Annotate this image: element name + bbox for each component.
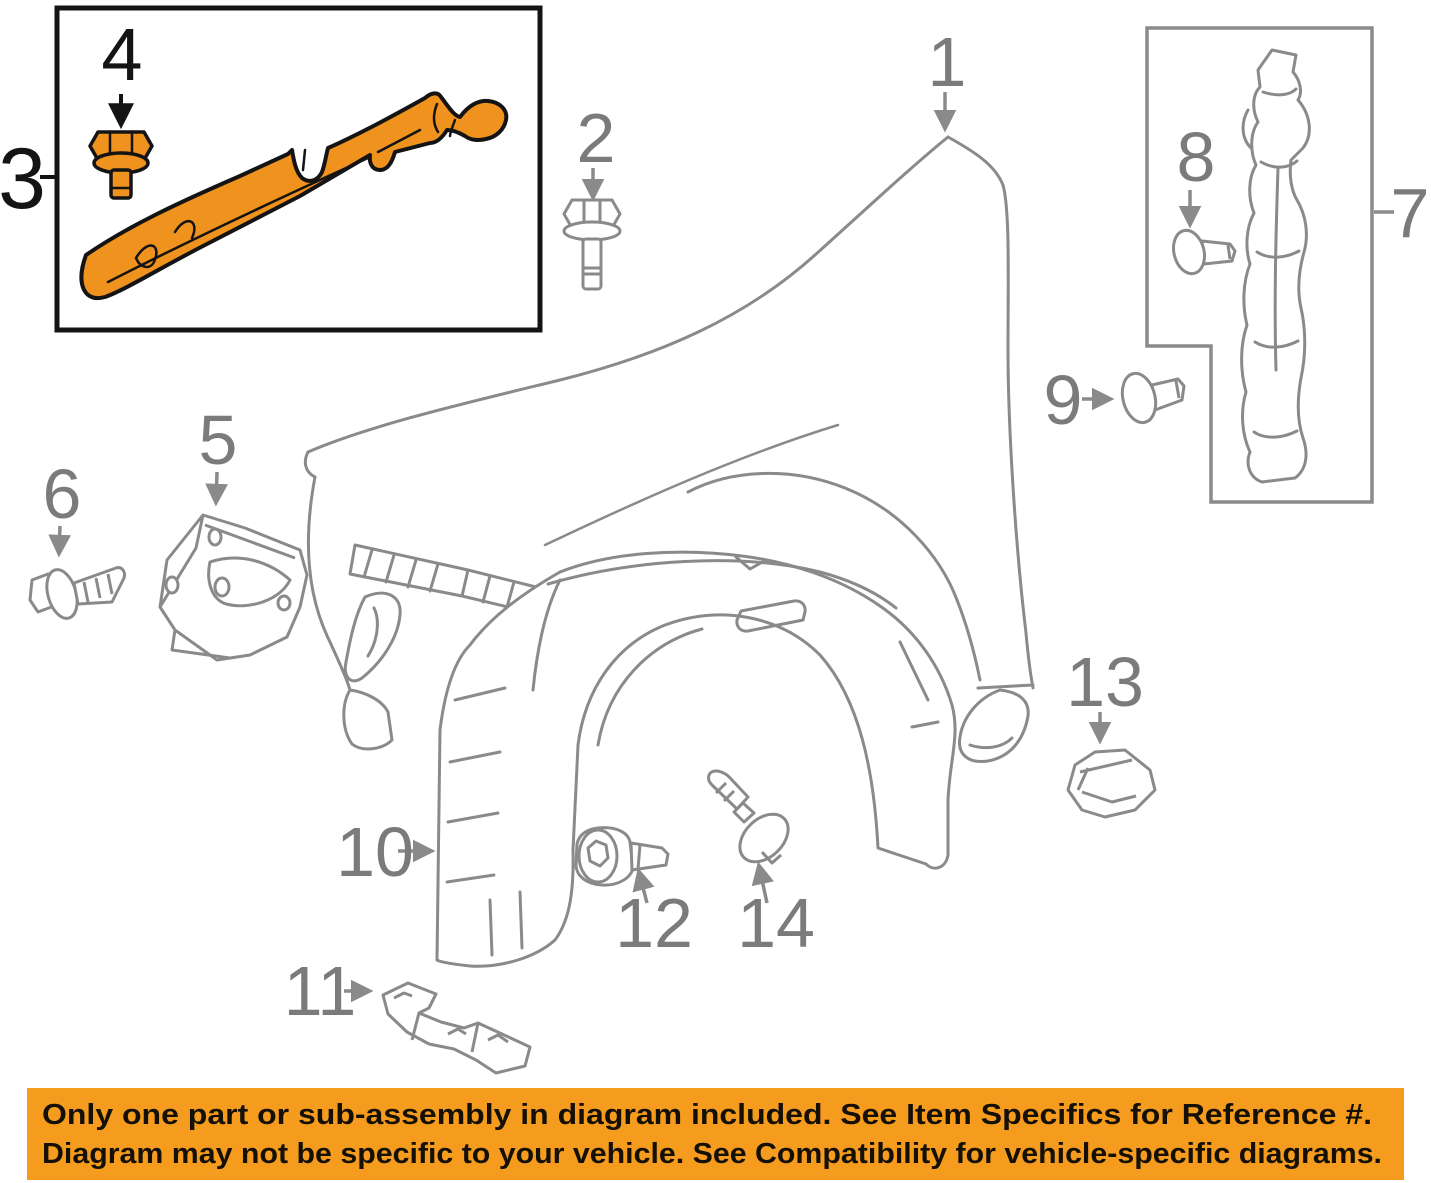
disclaimer-line-2: Diagram may not be specific to your vehi… <box>42 1138 1382 1170</box>
callout-4-bolt: 4 <box>101 13 142 96</box>
callout-7-apron: 7 <box>1391 174 1430 252</box>
callout-6-bolt: 6 <box>43 455 82 533</box>
disclaimer-line-1: Only one part or sub-assembly in diagram… <box>42 1099 1372 1131</box>
bolt-14 <box>707 769 790 865</box>
callout-13-seal: 13 <box>1066 643 1144 721</box>
callout-3-garnish: 3 <box>0 131 46 227</box>
disclaimer-banner: Only one part or sub-assembly in diagram… <box>27 1088 1404 1180</box>
bolt-6 <box>28 566 126 620</box>
highlighted-fender-garnish <box>79 91 509 301</box>
bolt-2 <box>562 198 622 291</box>
callout-12-screw: 12 <box>615 884 693 962</box>
apron-panel <box>1240 48 1311 484</box>
callout-1-fender: 1 <box>928 23 967 101</box>
bracket-11 <box>381 981 532 1075</box>
clip-8 <box>1172 228 1237 276</box>
inset-highlight-box <box>54 5 543 333</box>
callout-14-bolt: 14 <box>737 884 815 962</box>
fender-liner <box>435 550 957 968</box>
fender-bracket <box>158 513 309 662</box>
callout-2-bolt: 2 <box>577 99 616 177</box>
fender-panel <box>303 135 1035 764</box>
callout-9-clip: 9 <box>1044 361 1083 439</box>
screw-12 <box>574 826 670 887</box>
seal-13 <box>1066 748 1157 819</box>
callout-11-bracket: 11 <box>284 952 357 1030</box>
inset-callout-arrows <box>40 94 134 179</box>
callout-arrows <box>48 92 1394 1003</box>
clip-9 <box>1120 371 1186 425</box>
callout-5-bracket: 5 <box>199 401 238 479</box>
highlighted-bolt <box>88 130 154 200</box>
callout-8-clip: 8 <box>1177 118 1216 196</box>
callout-10-liner: 10 <box>336 813 414 891</box>
